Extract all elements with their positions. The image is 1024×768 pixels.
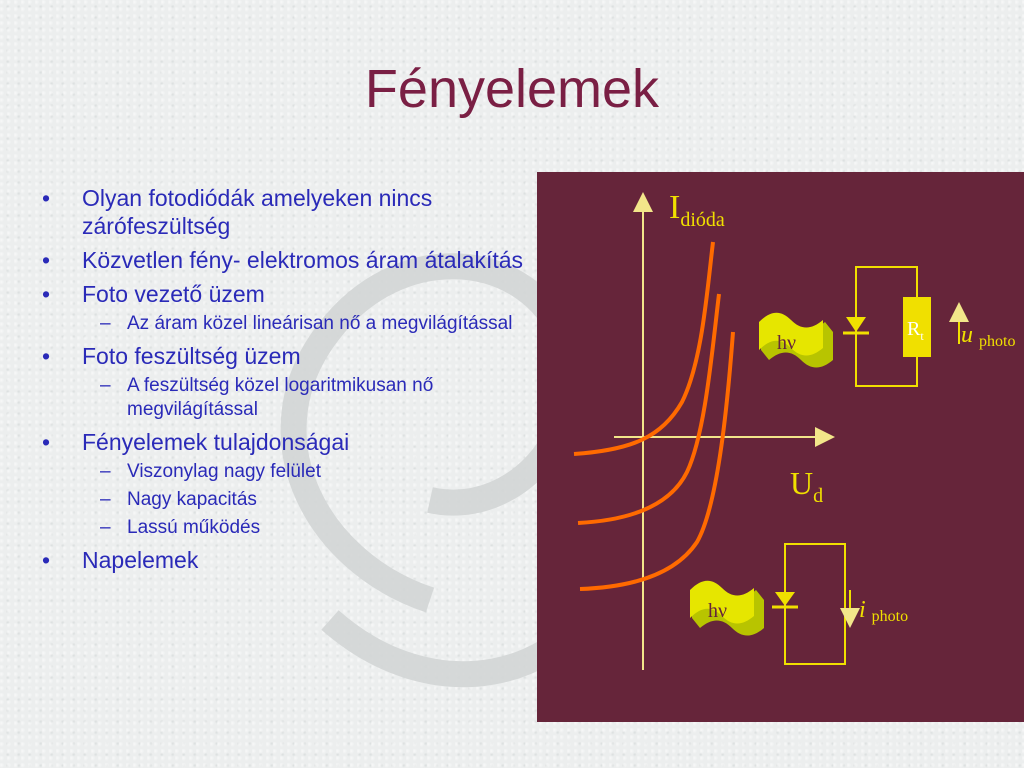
light-wave-icon: hν <box>759 312 833 368</box>
load-resistor <box>903 297 931 357</box>
y-axis-label: Idióda <box>669 189 725 231</box>
iv-curve-2 <box>577 293 721 525</box>
diode-symbol-bottom <box>775 592 795 606</box>
bullet-item: Foto feszültség üzem <box>40 342 530 370</box>
current-mode-circuit <box>772 543 846 665</box>
iv-curve-1 <box>573 241 715 456</box>
bullet-list: Olyan fotodiódák amelyeken nincs zárófes… <box>40 184 530 580</box>
sub-bullet-item: Nagy kapacitás <box>40 488 530 512</box>
voltage-mode-circuit: Rt <box>843 266 931 387</box>
diode-symbol <box>846 317 866 332</box>
bullet-item: Olyan fotodiódák amelyeken nincs zárófes… <box>40 184 530 240</box>
x-axis-label: Ud <box>790 465 823 507</box>
resistor-label: Rt <box>907 318 924 343</box>
bullet-item: Közvetlen fény- elektromos áram átalakít… <box>40 246 530 274</box>
bullet-item: Fényelemek tulajdonságai <box>40 428 530 456</box>
sub-bullet-item: Az áram közel lineárisan nő a megvilágít… <box>40 312 530 336</box>
light-wave-icon: hν <box>690 580 764 636</box>
light-label-bottom: hν <box>708 600 727 622</box>
iv-curve-3 <box>579 331 735 591</box>
bullet-item: Foto vezető üzem <box>40 280 530 308</box>
sub-bullet-item: Lassú működés <box>40 516 530 540</box>
slide-title: Fényelemek <box>364 59 660 119</box>
sub-bullet-item: Viszonylag nagy felület <box>40 460 530 484</box>
bullet-item: Napelemek <box>40 546 530 574</box>
sub-bullet-item: A feszültség közel logaritmikusan nő meg… <box>40 374 530 422</box>
light-label-top: hν <box>777 332 796 354</box>
